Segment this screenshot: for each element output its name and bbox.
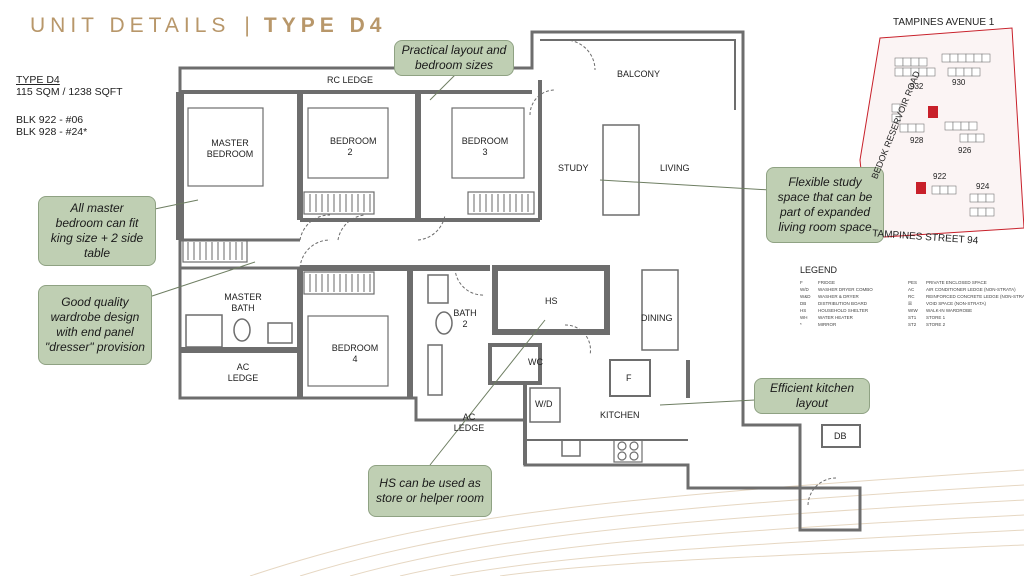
unit-block-1: BLK 922 - #06 [16,114,84,126]
legend-code: HS [800,308,807,313]
room-wc: WC [528,357,543,367]
decorative-lines [249,469,1024,576]
legend-meaning: DISTRIBUTION BOARD [818,301,868,306]
site-road-top: TAMPINES AVENUE 1 [893,17,995,28]
title-separator: | [244,14,250,37]
walls [176,30,862,532]
room-fridge: F [626,373,632,383]
room-living: LIVING [660,163,690,173]
room-kitchen: KITCHEN [600,410,640,420]
legend-title: LEGEND [800,265,838,275]
room-ac-ledge-mid: AC LEDGE [453,412,485,433]
legend-entry: * MIRROR [800,321,836,328]
page-title: UNIT DETAILS | TYPE D4 [30,14,386,38]
legend-code: W/D [800,287,809,292]
callout-pointers [139,74,771,466]
callout-study: Flexible study space that can be part of… [766,167,884,243]
legend-code: DB [800,301,807,306]
legend-meaning: WALK-IN WARDROBE [926,308,973,313]
site-plan [859,27,1024,239]
title-type: TYPE D4 [263,14,387,37]
site-block-924: 924 [976,182,990,191]
legend-entry: HS HOUSEHOLD SHELTER [800,307,868,314]
site-block-926: 926 [958,146,972,155]
legend-entry: DB DISTRIBUTION BOARD [800,300,867,307]
legend-entry: AC AIR CONDITIONER LEDGE (NON-STRATA) [908,286,1016,293]
legend-meaning: STORE 2 [926,322,946,327]
room-master-bedroom: MASTER BEDROOM [206,138,254,159]
legend-code: RC [908,294,915,299]
legend-meaning: MIRROR [818,322,837,327]
legend-code: AC [908,287,915,292]
legend-meaning: WATER HEATER [818,315,853,320]
legend-code: PES [908,280,918,285]
room-bath-2: BATH 2 [453,308,477,329]
legend-entry: ST1 STORE 1 [908,314,945,321]
legend-code: WIW [908,308,918,313]
legend-entry: ST2 STORE 2 [908,321,945,328]
room-bedroom-2: BEDROOM 2 [330,136,377,157]
legend-code: W&D [800,294,811,299]
room-rc-ledge: RC LEDGE [327,75,374,85]
site-block-922: 922 [933,172,947,181]
legend-entry: F FRIDGE [800,279,835,286]
callout-hs: HS can be used as store or helper room [368,465,492,517]
legend-entry: PES PRIVATE ENCLOSED SPACE [908,279,987,286]
legend-code: * [800,322,802,327]
callout-master-bedroom: All master bedroom can fit king size + 2… [38,196,156,266]
legend-meaning: REINFORCED CONCRETE LEDGE (NON-STRATA) [926,294,1024,299]
callout-wardrobe: Good quality wardrobe design with end pa… [38,285,152,365]
room-bedroom-4: BEDROOM 4 [331,343,379,364]
legend-meaning: AIR CONDITIONER LEDGE (NON-STRATA) [926,287,1016,292]
room-study: STUDY [558,163,589,173]
unit-size: 115 SQM / 1238 SQFT [16,86,123,98]
site-block-928: 928 [910,136,924,145]
room-washer-dryer: W/D [535,399,553,409]
legend-meaning: WASHER & DRYER [818,294,859,299]
room-dining: DINING [641,313,673,323]
legend-entry: W&D WASHER & DRYER [800,293,859,300]
legend-code: ST1 [908,315,917,320]
room-bedroom-3: BEDROOM 3 [461,136,509,157]
room-ac-ledge-left: AC LEDGE [227,362,259,383]
legend-code: WH [800,315,808,320]
site-block-932: 932 [910,82,924,91]
legend-entry: ☒ VOID SPACE (NON-STRATA) [908,300,986,307]
legend-entry: RC REINFORCED CONCRETE LEDGE (NON-STRATA) [908,293,1024,300]
unit-block-2: BLK 928 - #24* [16,126,88,138]
room-master-bath: MASTER BATH [224,292,262,313]
callout-practical-layout: Practical layout and bedroom sizes [394,40,514,76]
legend-meaning: VOID SPACE (NON-STRATA) [926,301,987,306]
legend-entry: WIW WALK-IN WARDROBE [908,307,972,314]
room-db: DB [834,431,847,441]
room-balcony: BALCONY [617,69,661,79]
wardrobe-hatching [187,194,529,292]
legend-code: ST2 [908,322,917,327]
legend-code: ☒ [908,301,913,306]
legend-meaning: HOUSEHOLD SHELTER [818,308,869,313]
legend-meaning: PRIVATE ENCLOSED SPACE [926,280,987,285]
title-left: UNIT DETAILS [30,14,231,37]
legend-meaning: WASHER DRYER COMBO [818,287,873,292]
unit-type: TYPE D4 [16,74,60,86]
legend-entry: WH WATER HEATER [800,314,853,321]
legend-code: F [800,280,803,285]
legend-entry: W/D WASHER DRYER COMBO [800,286,873,293]
legend-meaning: STORE 1 [926,315,946,320]
site-block-930: 930 [952,78,966,87]
callout-kitchen: Efficient kitchen layout [754,378,870,414]
room-hs: HS [545,296,558,306]
legend-meaning: FRIDGE [818,280,836,285]
